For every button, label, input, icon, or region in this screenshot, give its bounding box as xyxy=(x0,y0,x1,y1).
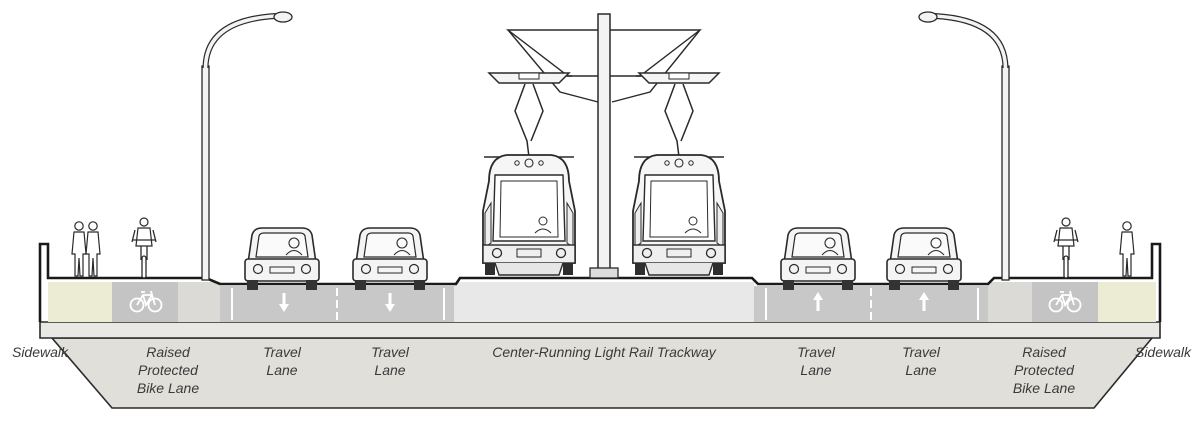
light-rail-train-icon xyxy=(482,72,576,276)
lane-separators xyxy=(231,288,979,320)
car-icon xyxy=(352,227,428,291)
buffer-right-band xyxy=(988,282,1032,322)
travel-lane-2-label: Travel Lane xyxy=(371,344,409,378)
pedestrian-icon xyxy=(1119,221,1135,277)
travel-lane-1-label: Travel Lane xyxy=(263,344,301,378)
roadbed-base xyxy=(39,321,1161,339)
car-icon xyxy=(886,227,962,291)
sidewalk-right-label: Sidewalk xyxy=(1134,344,1192,360)
trackway-band xyxy=(454,282,754,322)
bike-lane-left-label: Raised Protected Bike Lane xyxy=(136,344,200,396)
bike-lane-right-label: Raised Protected Bike Lane xyxy=(1012,344,1076,396)
car-icon xyxy=(780,227,856,291)
light-rail-train-icon xyxy=(632,72,726,276)
street-light-icon xyxy=(201,11,293,281)
sidewalk-left-label: Sidewalk xyxy=(11,344,69,360)
cyclist-icon xyxy=(1053,217,1079,279)
trackway-label: Center-Running Light Rail Trackway xyxy=(492,344,716,360)
car-icon xyxy=(244,227,320,291)
pedestrian-icon xyxy=(71,221,87,277)
sidewalk-right-band xyxy=(1098,282,1156,322)
pedestrian-icon xyxy=(85,221,101,277)
cyclist-icon xyxy=(131,217,157,279)
buffer-left-band xyxy=(178,282,220,322)
sidewalk-left-band xyxy=(48,282,112,322)
travel-lane-3-label: Travel Lane xyxy=(797,344,835,378)
travel-lane-4-label: Travel Lane xyxy=(902,344,940,378)
street-light-icon xyxy=(918,11,1010,281)
